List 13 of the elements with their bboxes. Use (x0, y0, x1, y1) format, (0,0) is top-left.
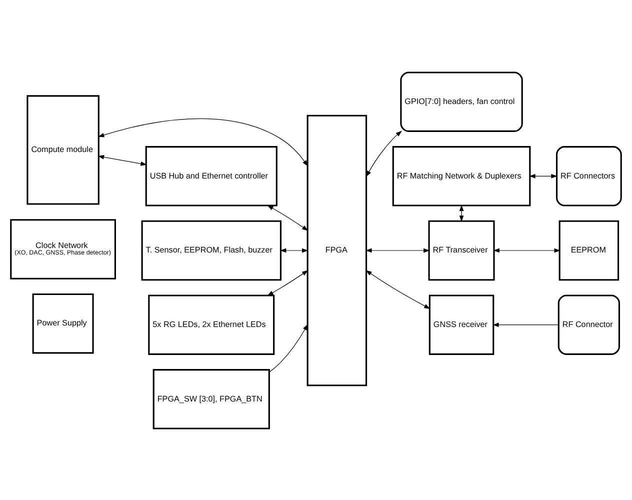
arrow (366, 270, 430, 308)
arrow (98, 118, 308, 166)
arrow (493, 248, 561, 252)
arrow (268, 324, 308, 372)
arrow (366, 130, 402, 177)
arrow (492, 322, 559, 327)
arrow (280, 248, 308, 252)
arrow (366, 248, 430, 252)
arrow (267, 204, 308, 230)
arrow (529, 173, 558, 178)
arrow (459, 204, 464, 222)
arrow (98, 154, 147, 166)
arrow (267, 270, 308, 296)
